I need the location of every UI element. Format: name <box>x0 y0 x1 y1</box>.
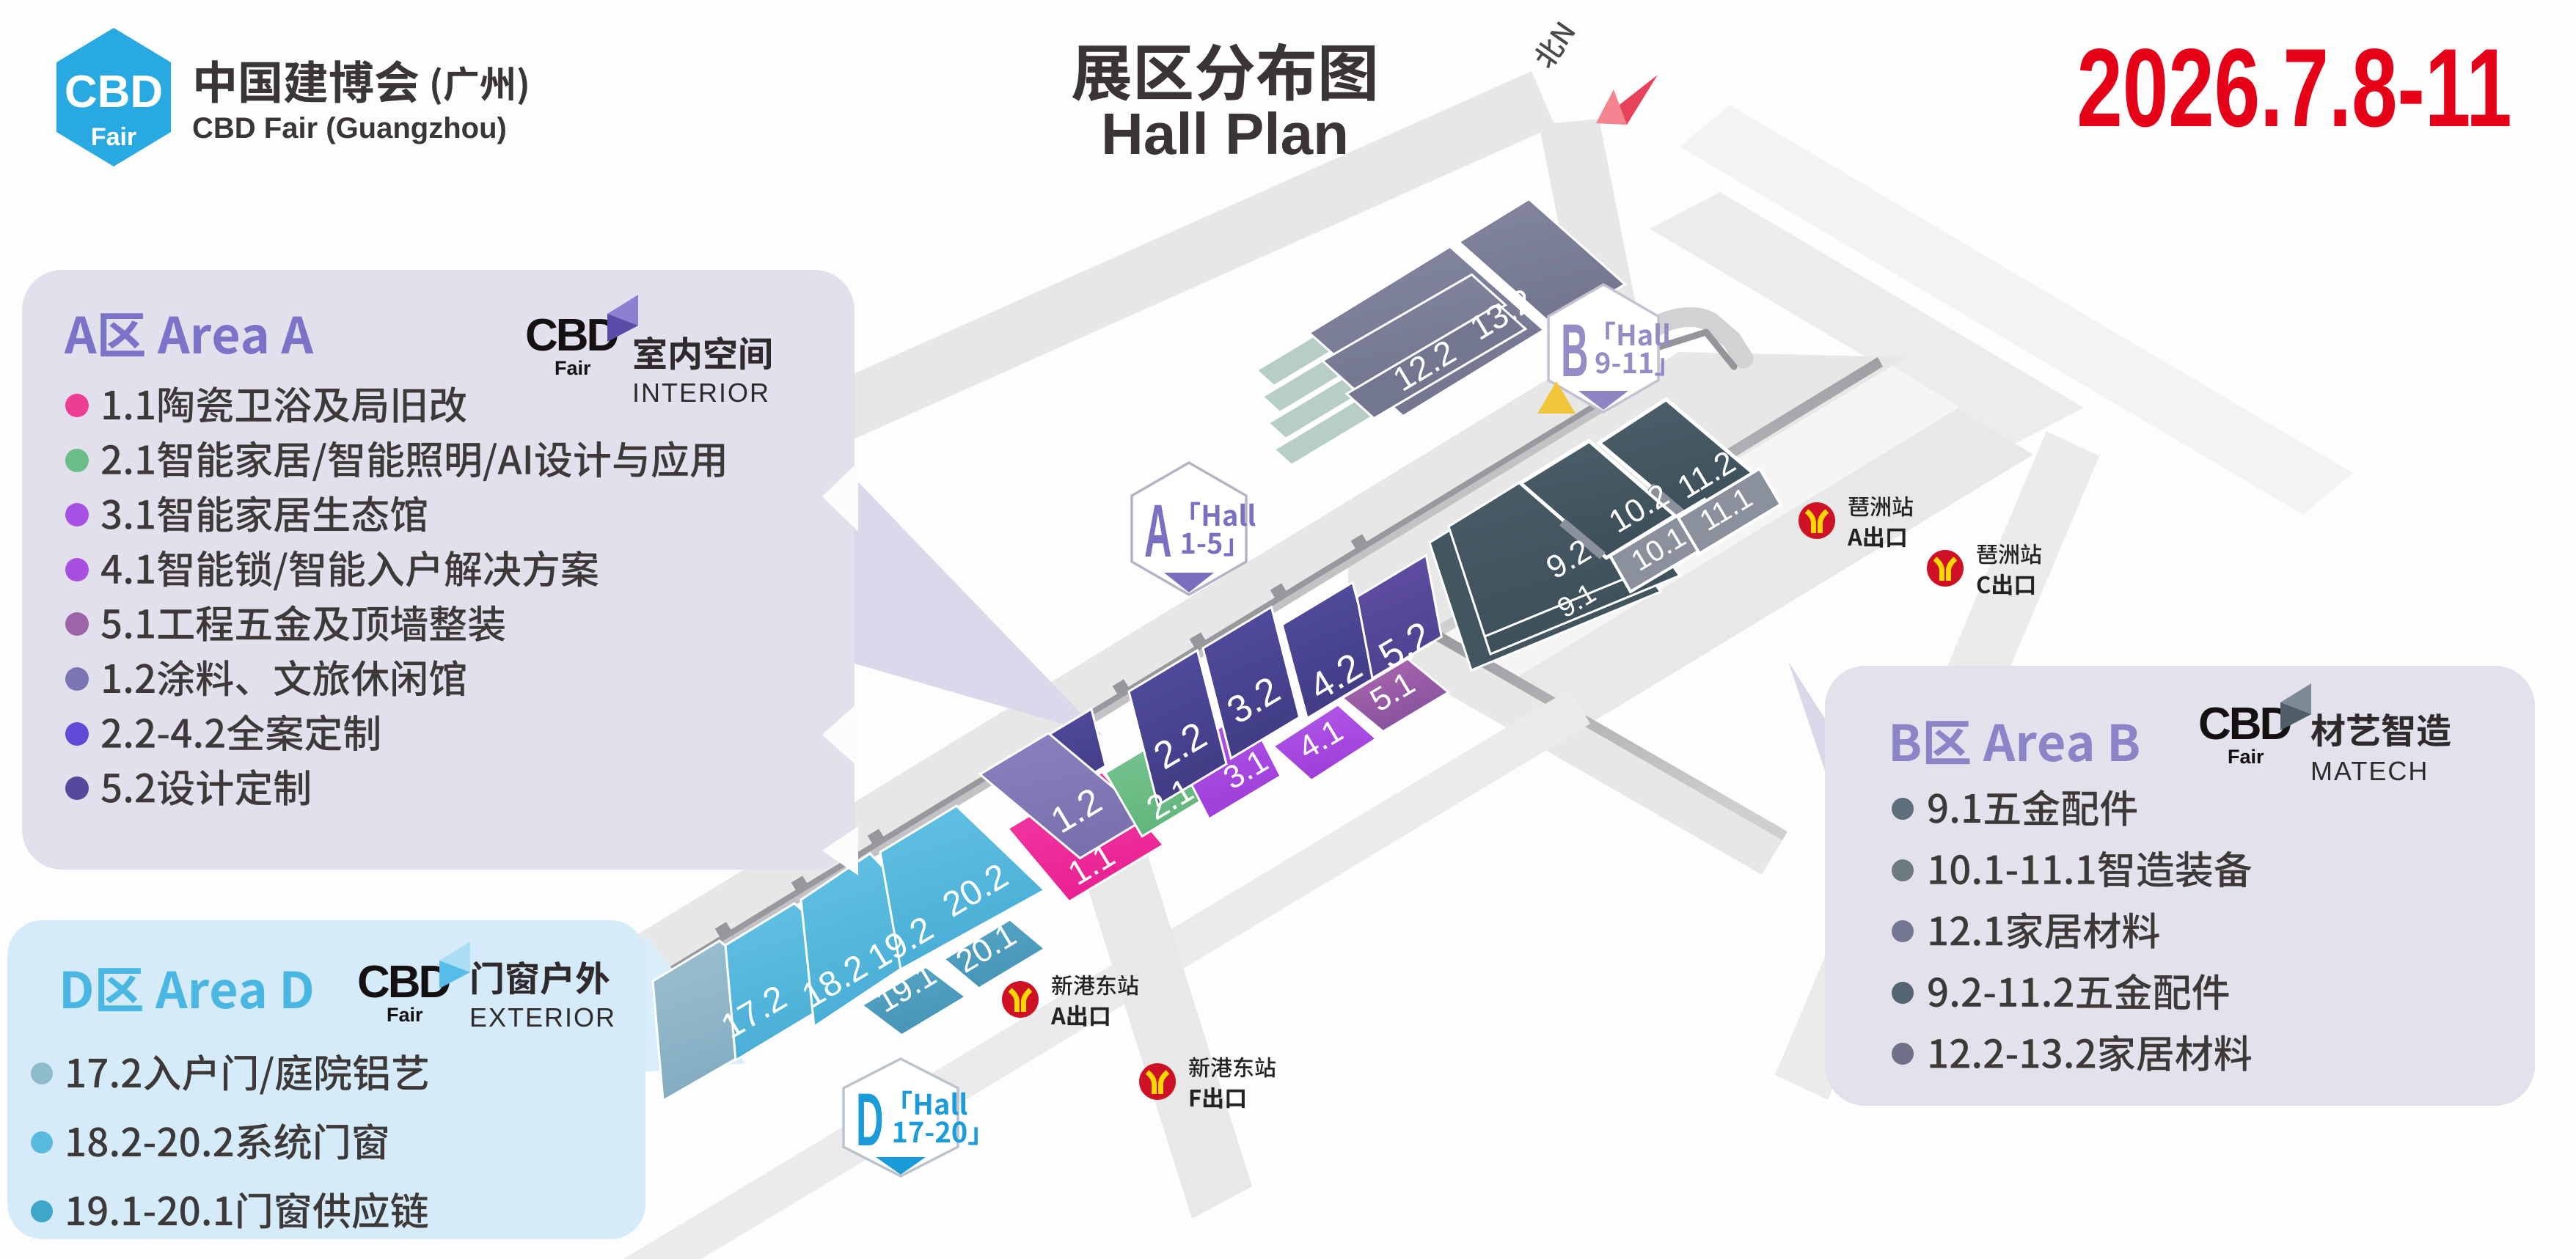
svg-text:Fair: Fair <box>91 123 136 151</box>
svg-text:Fair: Fair <box>387 1004 423 1026</box>
svg-text:Hall Plan: Hall Plan <box>1101 101 1349 166</box>
svg-text:CBD: CBD <box>2198 699 2291 749</box>
svg-text:Fair: Fair <box>555 357 591 379</box>
svg-text:EXTERIOR: EXTERIOR <box>469 1002 616 1032</box>
svg-text:CBD: CBD <box>357 957 450 1007</box>
svg-text:MATECH: MATECH <box>2310 756 2429 786</box>
svg-text:2026.7.8-11: 2026.7.8-11 <box>2076 26 2511 150</box>
svg-text:CBD: CBD <box>525 310 618 361</box>
svg-text:CBD: CBD <box>65 67 163 117</box>
svg-text:B: B <box>1561 309 1589 392</box>
svg-text:INTERIOR: INTERIOR <box>632 378 770 408</box>
svg-text:Fair: Fair <box>2228 746 2264 768</box>
svg-text:D: D <box>856 1079 884 1161</box>
svg-text:A: A <box>1144 490 1172 573</box>
svg-text:CBD Fair (Guangzhou): CBD Fair (Guangzhou) <box>192 112 507 144</box>
